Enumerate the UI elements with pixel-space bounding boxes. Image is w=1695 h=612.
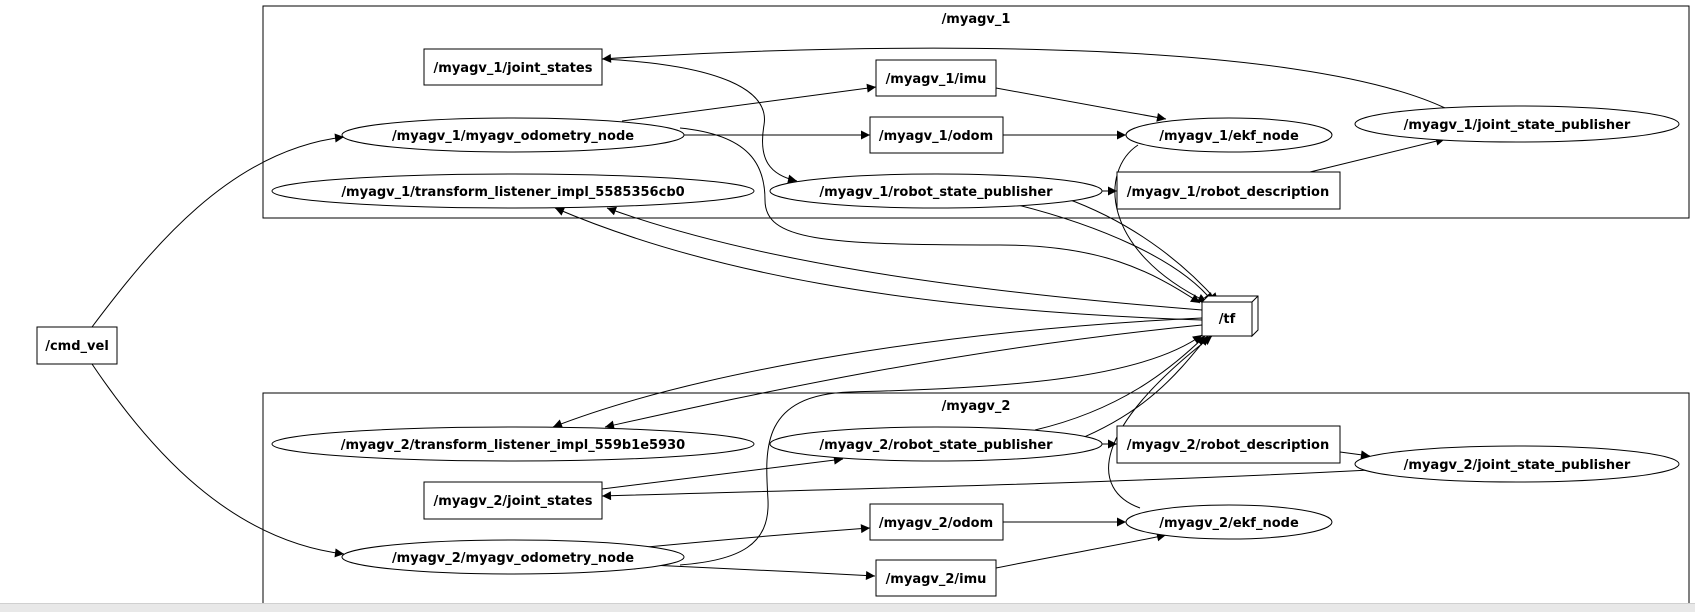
edge-a1-joint-state-publisher-to-joint-states [601,47,1446,109]
node-myagv-2-odom[interactable]: /myagv_2/odom [869,503,1004,541]
node-myagv-1-transform-listener[interactable]: /myagv_1/transform_listener_impl_5585356… [271,173,755,209]
node-label: /myagv_1/myagv_odometry_node [392,129,634,144]
node-myagv-1-odometry-node[interactable]: /myagv_1/myagv_odometry_node [341,117,685,153]
edge-a2-odometry-to-odom [646,524,871,548]
node-label: /myagv_1/transform_listener_impl_5585356… [341,185,684,200]
edges [91,47,1446,581]
node-myagv-2-robot-state-publisher[interactable]: /myagv_2/robot_state_publisher [769,426,1103,462]
edge-a1-joint-states-to-robot-state-publisher [601,58,798,184]
edge-a2-robot-state-publisher-to-tf-1 [1034,335,1206,431]
node-label: /myagv_2/odom [879,516,993,531]
edge-a2-description-to-joint-state-publisher [1339,450,1371,460]
edge-a1-ekf-to-tf [1114,144,1208,303]
edge-a2-ekf-to-tf [1108,335,1213,509]
node-label: /cmd_vel [45,339,109,354]
edge-a2-odometry-to-imu [649,564,876,581]
node-myagv-1-robot-state-publisher[interactable]: /myagv_1/robot_state_publisher [769,173,1103,209]
node-label: /myagv_1/ekf_node [1159,129,1299,144]
edge-a2-imu-to-ekf [995,532,1167,569]
horizontal-scrollbar[interactable] [0,603,1695,612]
edge-a1-odometry-to-tf [679,127,1201,304]
node-label: /myagv_2/ekf_node [1159,516,1299,531]
node-myagv-1-imu[interactable]: /myagv_1/imu [875,59,997,97]
node-myagv-2-joint-states[interactable]: /myagv_2/joint_states [423,481,603,520]
node-myagv-2-odometry-node[interactable]: /myagv_2/myagv_odometry_node [341,539,685,575]
edge-a1-robot-state-publisher-to-tf-2 [1064,197,1219,303]
cluster-label: /myagv_2 [942,399,1011,414]
edge-tf-to-a1-transform-listener-2 [554,207,1203,321]
node-myagv-1-joint-state-publisher[interactable]: /myagv_1/joint_state_publisher [1354,105,1680,143]
node-myagv-1-ekf-node[interactable]: /myagv_1/ekf_node [1125,117,1333,153]
node-myagv-1-odom[interactable]: /myagv_1/odom [869,116,1004,154]
edge-a2-joint-states-to-robot-state-publisher [601,455,844,490]
node-myagv-2-transform-listener[interactable]: /myagv_2/transform_listener_impl_559b1e5… [271,426,755,462]
node-myagv-2-robot-description[interactable]: /myagv_2/robot_description [1116,425,1341,464]
node-label: /myagv_2/myagv_odometry_node [392,551,634,566]
edge-cmd-vel-to-a1-odometry [91,133,345,328]
cluster-label: /myagv_1 [942,12,1011,27]
node-myagv-2-ekf-node[interactable]: /myagv_2/ekf_node [1125,504,1333,540]
node-label: /myagv_1/robot_description [1127,185,1330,200]
edge-a2-joint-state-publisher-to-joint-states [601,469,1371,501]
node-myagv-1-robot-description[interactable]: /myagv_1/robot_description [1116,171,1341,210]
edge-a2-odometry-to-tf [679,334,1203,566]
node-label: /myagv_2/imu [886,572,987,587]
cluster-myagv-1: /myagv_1 [262,5,1690,219]
node-tf[interactable]: /tf [1200,295,1259,338]
node-label: /myagv_2/joint_state_publisher [1404,458,1631,473]
node-myagv-1-joint-states[interactable]: /myagv_1/joint_states [423,48,603,86]
edge-tf-to-a2-transform-listener-1 [552,317,1203,428]
node-label: /myagv_2/robot_description [1127,438,1330,453]
node-cmd-vel[interactable]: /cmd_vel [36,326,118,365]
edge-tf-to-a1-transform-listener-1 [606,206,1203,311]
node-label: /myagv_1/joint_state_publisher [1404,118,1631,133]
edge-tf-to-a2-transform-listener-2 [604,324,1203,430]
edge-a1-odometry-to-imu [621,83,877,122]
edge-a2-robot-state-publisher-to-tf-2 [1076,335,1209,441]
node-myagv-2-imu[interactable]: /myagv_2/imu [875,559,997,597]
edge-cmd-vel-to-a2-odometry [91,363,345,558]
node-myagv-2-joint-state-publisher[interactable]: /myagv_2/joint_state_publisher [1354,445,1680,483]
edge-a1-imu-to-ekf [995,87,1167,122]
edge-a1-description-to-joint-state-publisher [1309,136,1446,173]
node-label: /myagv_1/joint_states [434,61,593,76]
node-label: /myagv_2/joint_states [434,494,593,509]
node-label: /tf [1219,312,1236,327]
node-label: /myagv_2/transform_listener_impl_559b1e5… [341,438,685,453]
node-label: /myagv_1/odom [879,129,993,144]
node-label: /myagv_2/robot_state_publisher [819,438,1053,453]
node-label: /myagv_1/imu [886,72,987,87]
edge-a1-robot-state-publisher-to-tf-1 [1009,202,1214,303]
node-label: /myagv_1/robot_state_publisher [819,185,1053,200]
